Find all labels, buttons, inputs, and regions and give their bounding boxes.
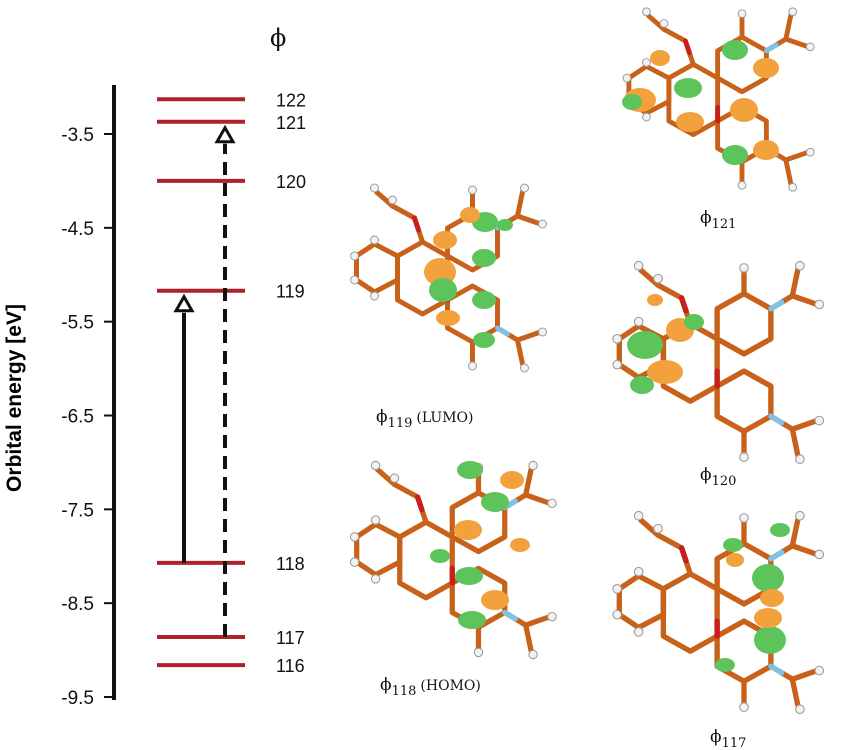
axis-tick-label: -7.5 [61, 500, 94, 521]
orbital-118-picture [350, 461, 556, 659]
energy-level-label: 118 [276, 554, 305, 574]
orbital-121-picture [622, 8, 814, 191]
energy-level-label: 120 [276, 172, 306, 192]
axis-tick-label: -4.5 [61, 219, 94, 240]
axis-title: Orbital energy [eV] [3, 304, 26, 492]
caption-orbital-117: ϕ117 [710, 727, 746, 750]
transition-arrow-117-121 [214, 124, 236, 637]
orbital-119-picture [351, 184, 547, 372]
energy-level-label: 122 [276, 90, 306, 110]
axis-tick-label: -5.5 [61, 313, 94, 334]
energy-level-label: 117 [276, 628, 305, 648]
axis-tick-label: -3.5 [61, 125, 94, 146]
caption-orbital-118: ϕ118(HOMO) [380, 675, 481, 699]
axis-tick-label: -6.5 [61, 407, 94, 428]
energy-level-label: 119 [276, 282, 305, 302]
energy-level-label: 121 [276, 113, 306, 133]
caption-orbital-120: ϕ120 [700, 465, 736, 489]
orbital-120-picture [613, 261, 824, 463]
transition-arrow-118-119 [173, 293, 195, 563]
orbital-117-picture [613, 511, 824, 713]
level-header-phi: ϕ [270, 24, 286, 52]
energy-level-label: 116 [276, 656, 305, 676]
caption-orbital-119: ϕ119(LUMO) [376, 407, 474, 431]
caption-orbital-121: ϕ121 [700, 208, 736, 232]
axis-tick-label: -8.5 [61, 594, 94, 615]
axis-tick-label: -9.5 [61, 688, 94, 709]
orbital-121-lobes [622, 40, 779, 165]
